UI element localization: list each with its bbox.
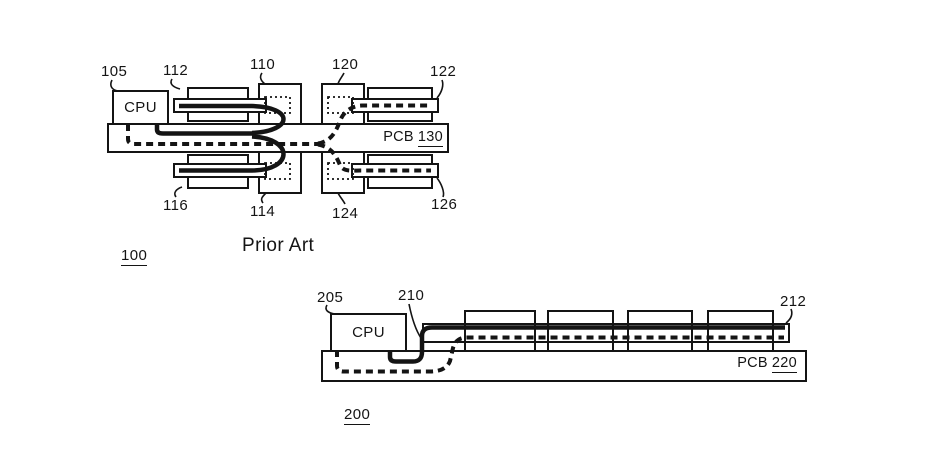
dashed-trace-lower-branch <box>317 142 431 173</box>
ref-label-210: 210 <box>398 287 425 304</box>
chip-2-outline <box>547 310 614 352</box>
leader-122 <box>436 79 444 99</box>
dashed-trace-cpu-segment <box>126 124 320 146</box>
leader-212 <box>785 308 793 324</box>
chip-4-outline <box>707 310 774 352</box>
dashed-trace-200 <box>335 335 784 374</box>
pcb-130-ref: 130 <box>417 129 443 147</box>
ref-label-122: 122 <box>430 63 457 80</box>
leader-210 <box>408 303 422 339</box>
cpu-105-text: CPU <box>124 99 157 116</box>
pcb-220-ref: 220 <box>771 355 797 373</box>
ref-label-126: 126 <box>431 196 458 213</box>
chip-1-outline <box>464 310 536 352</box>
figure-100-prior-art <box>107 72 449 205</box>
figure-number-100: 100 <box>121 247 148 266</box>
figure-number-200: 200 <box>344 406 371 425</box>
solid-trace-200 <box>387 325 785 364</box>
leader-126 <box>436 177 445 198</box>
ref-label-116: 116 <box>163 197 189 214</box>
chip-3-outline <box>627 310 693 352</box>
figure-200 <box>321 303 807 382</box>
leader-114 <box>260 192 267 204</box>
ref-label-205: 205 <box>317 289 344 306</box>
leader-124 <box>337 192 346 205</box>
leader-112 <box>170 78 181 90</box>
pcb-130-word: PCB <box>383 129 414 145</box>
leader-205 <box>325 304 336 315</box>
leader-110 <box>259 72 266 85</box>
solid-trace-lower-loop <box>179 134 286 173</box>
cpu-205-outline <box>330 313 407 352</box>
solid-trace-upper-loop <box>179 103 286 136</box>
solid-trace-cpu-segment <box>154 124 255 136</box>
connector-124-outline <box>321 151 365 194</box>
leader-116 <box>174 186 183 198</box>
ref-label-124: 124 <box>332 205 359 222</box>
ref-label-112: 112 <box>163 62 189 79</box>
cpu-205-text: CPU <box>352 324 385 341</box>
cpu-105-outline <box>112 90 169 125</box>
leader-120 <box>337 72 345 85</box>
ref-label-120: 120 <box>332 56 359 73</box>
slot-bar-122 <box>351 98 439 113</box>
pcb-220-word: PCB <box>737 355 768 371</box>
ref-label-212: 212 <box>780 293 807 310</box>
prior-art-caption: Prior Art <box>242 235 315 256</box>
leader-105 <box>110 79 119 92</box>
pcb-220-outline <box>321 350 807 382</box>
ref-label-110: 110 <box>250 56 276 73</box>
ref-label-105: 105 <box>101 63 128 80</box>
ref-label-114: 114 <box>250 203 276 220</box>
